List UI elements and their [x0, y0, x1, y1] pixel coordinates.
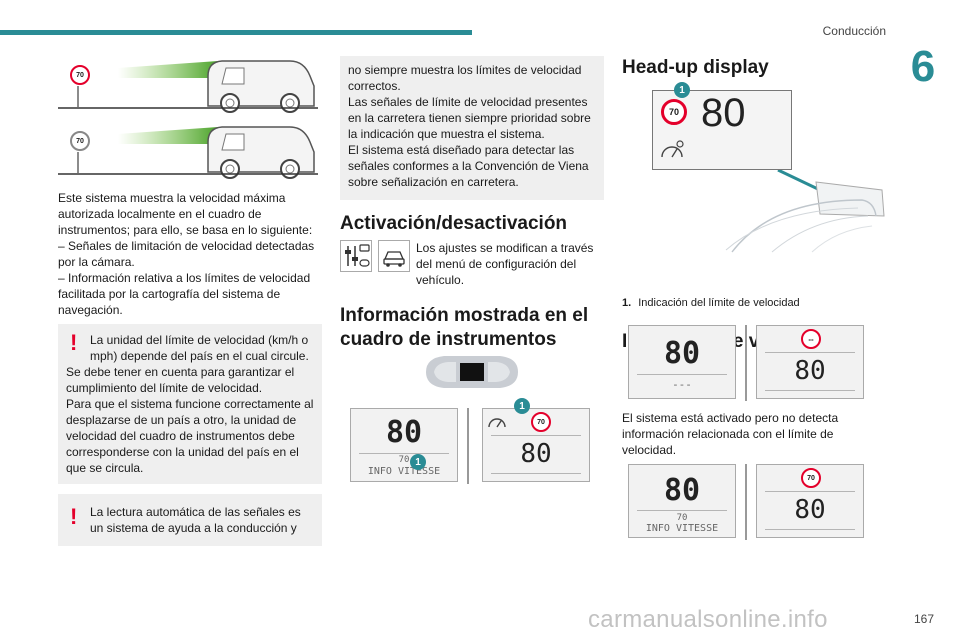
divider-line — [765, 390, 855, 391]
figure-caption: 1. Indicación del límite de velocidad — [622, 296, 886, 310]
car-settings-icon — [378, 240, 410, 272]
cluster-info-label: INFO VITESSE — [367, 466, 441, 477]
speed-display-no-limit: 80 --- — [628, 325, 736, 399]
box-text: El sistema está diseñado para detectar l… — [348, 143, 589, 189]
speedometer-icon — [488, 418, 506, 428]
dashed-sign: -- — [801, 329, 821, 349]
windshield-illustration — [725, 168, 885, 253]
separator-line — [467, 408, 469, 484]
page-number: 167 — [913, 612, 934, 626]
cluster-right-speed: 80 — [520, 439, 552, 469]
info-label: INFO VITESSE — [645, 523, 719, 534]
cluster-speed-sign: 70 — [531, 412, 551, 432]
speed-limit-sign: 70 — [801, 468, 821, 488]
column-1: 70 70 Este sistema muestra la velocidad — [58, 56, 322, 546]
speed-value: 80 — [663, 473, 701, 508]
hud-speed-value: 80 — [701, 91, 746, 135]
intro-text: Este sistema muestra la velocidad máxima… — [58, 190, 322, 318]
intro-line: – Señales de limitación de velocidad det… — [58, 239, 315, 269]
speed-sign-bottom: 70 — [70, 131, 90, 151]
box-text: Las señales de límite de velocidad prese… — [348, 95, 591, 141]
activation-text: Los ajustes se modifican a través del me… — [416, 241, 594, 287]
hud-speed-sign: 70 — [661, 99, 687, 125]
speed-value-right: 80 — [794, 495, 826, 525]
speed-sign-top-value: 70 — [76, 71, 84, 79]
warning-text: Para que el sistema funcione correctamen… — [66, 397, 314, 475]
callout-marker: 1 — [674, 82, 690, 98]
header-accent-bar — [0, 30, 472, 35]
divider-line — [765, 491, 855, 492]
no-detect-text: El sistema está activado pero no detecta… — [622, 411, 839, 457]
speed-sign-bottom-value: 70 — [76, 137, 84, 145]
divider-line — [637, 510, 727, 511]
watermark: carmanualsonline.info — [588, 606, 828, 633]
chapter-number: 6 — [910, 42, 936, 91]
caption-text: Indicación del límite de velocidad — [638, 297, 800, 309]
intro-line: – Información relativa a los límites de … — [58, 271, 311, 317]
speed-display-with-limit: 80 70 INFO VITESSE — [628, 464, 736, 538]
divider-line — [491, 435, 581, 436]
warning-box-units: ! La unidad del límite de velocidad (km/… — [58, 324, 322, 484]
continued-warning-box: no siempre muestra los límites de veloci… — [340, 56, 604, 200]
column-3: Head-up display 70 80 1 1. Indicación de… — [622, 56, 886, 354]
figure-camera-detection: 70 70 — [58, 56, 322, 184]
divider-line — [637, 374, 727, 375]
settings-icons — [340, 240, 410, 274]
cluster-display-right: 70 80 — [482, 408, 590, 482]
warning-text: La lectura automática de las señales es … — [90, 505, 301, 535]
separator-line — [745, 325, 747, 401]
divider-line — [765, 529, 855, 530]
separator-line — [745, 464, 747, 540]
divider-line — [765, 352, 855, 353]
settings-sliders-icon — [340, 240, 372, 272]
chapter-title: Conducción — [822, 24, 886, 38]
speedometer-icon — [661, 140, 684, 158]
figure-hud: 70 80 1 — [622, 82, 886, 260]
hud-display: 70 80 — [652, 90, 792, 170]
sign-value: 70 — [807, 474, 815, 482]
exclamation-icon: ! — [70, 330, 78, 355]
cluster-limit-value: 70 — [398, 455, 410, 465]
divider-line — [359, 453, 449, 454]
cluster-display-left: 80 70 INFO VITESSE — [350, 408, 458, 482]
dashed-sign-value: -- — [808, 334, 814, 344]
warning-text: La unidad del límite de velocidad (km/h … — [90, 333, 309, 363]
cluster-sign-value: 70 — [537, 418, 545, 426]
instrument-cluster-icon — [426, 356, 518, 388]
exclamation-icon: ! — [70, 504, 78, 529]
caption-number: 1. — [622, 297, 632, 309]
hud-sign-value: 70 — [668, 107, 679, 117]
car-illustration-bottom — [58, 126, 318, 179]
callout-marker: 1 — [410, 454, 426, 470]
speed-display-no-limit-right: -- 80 — [756, 325, 864, 399]
no-limit-dashes: --- — [672, 378, 692, 391]
speed-sign-top: 70 — [70, 65, 90, 85]
car-illustration-top — [58, 60, 318, 113]
intro-line: Este sistema muestra la velocidad máxima… — [58, 191, 313, 237]
cluster-speed: 80 — [385, 415, 423, 450]
divider-line — [491, 473, 581, 474]
limit-value: 70 — [676, 513, 688, 523]
heading-hud: Head-up display — [622, 57, 769, 78]
speed-display-with-limit-right: 70 80 — [756, 464, 864, 538]
box-text: no siempre muestra los límites de veloci… — [348, 63, 582, 93]
callout-marker: 1 — [514, 398, 530, 414]
warning-box-reading: ! La lectura automática de las señales e… — [58, 494, 322, 546]
activation-section: Los ajustes se modifican a través del me… — [340, 240, 604, 288]
heading-activation: Activación/desactivación — [340, 213, 568, 234]
warning-text: Se debe tener en cuenta para garantizar … — [66, 365, 295, 395]
speed-value: 80 — [663, 336, 701, 371]
speed-value-right: 80 — [794, 356, 826, 386]
column-2: no siempre muestra los límites de veloci… — [340, 56, 604, 484]
heading-cluster-info: Información mostrada en el cuadro de ins… — [340, 305, 589, 350]
